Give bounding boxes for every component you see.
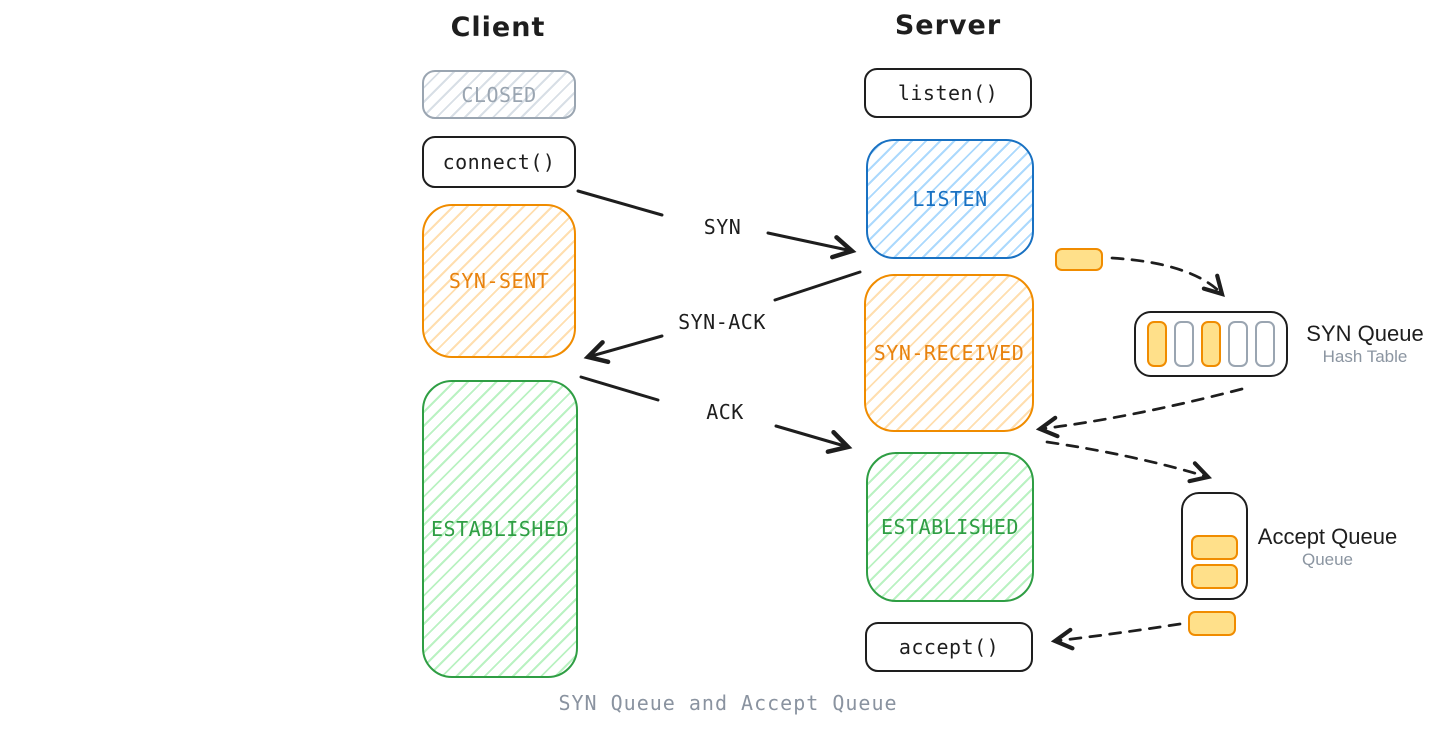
syn-queue-slot-3-filled — [1201, 321, 1221, 367]
accept-queue-pending-entry — [1188, 611, 1236, 636]
syn-queue-slot-4-empty — [1228, 321, 1248, 367]
client-state-closed: CLOSED — [422, 70, 576, 119]
dashed-arrow-accept-queue-to-accept — [1055, 622, 1182, 641]
client-state-syn-sent: SYN-SENT — [422, 204, 576, 358]
arrow-ack-head — [774, 424, 848, 447]
client-column-title: Client — [450, 12, 546, 43]
server-call-listen: listen() — [864, 68, 1032, 118]
server-call-accept: accept() — [865, 622, 1033, 672]
accept-queue-title: Accept Queue — [1257, 524, 1398, 549]
incoming-connection-entry — [1055, 248, 1103, 271]
server-column-title: Server — [894, 10, 1002, 41]
accept-queue-slot-1-filled — [1191, 535, 1238, 560]
message-label-ack: ACK — [706, 400, 744, 424]
accept-queue-slot-2-filled — [1191, 564, 1238, 589]
syn-queue-title: SYN Queue — [1306, 321, 1424, 346]
arrow-syn-ack-head — [588, 334, 664, 357]
server-state-syn-received: SYN-RECEIVED — [864, 274, 1034, 432]
syn-queue-slot-2-empty — [1174, 321, 1194, 367]
arrow-syn-ack-tail — [773, 270, 862, 302]
client-state-syn-sent-label: SYN-SENT — [448, 269, 550, 293]
arrow-ack-tail — [579, 375, 660, 402]
server-state-listen-label: LISTEN — [912, 187, 988, 211]
client-call-connect-label: connect() — [442, 150, 556, 174]
server-state-established: ESTABLISHED — [866, 452, 1034, 602]
dashed-arrow-entry-to-syn-queue — [1110, 256, 1222, 294]
accept-queue-label-group: Accept Queue Queue — [1250, 524, 1405, 571]
server-call-listen-label: listen() — [897, 81, 999, 105]
syn-queue-subtitle: Hash Table — [1322, 347, 1408, 367]
client-state-established: ESTABLISHED — [422, 380, 578, 678]
client-state-established-label: ESTABLISHED — [431, 517, 569, 541]
message-label-syn-ack: SYN-ACK — [678, 310, 766, 334]
syn-queue-label-group: SYN Queue Hash Table — [1295, 321, 1435, 368]
message-label-syn: SYN — [703, 215, 742, 239]
arrow-syn-head — [766, 231, 852, 251]
server-call-accept-label: accept() — [898, 635, 1000, 659]
syn-queue-slot-5-empty — [1255, 321, 1275, 367]
dashed-arrow-syn-received-to-accept-queue — [1045, 440, 1208, 477]
server-state-listen: LISTEN — [866, 139, 1034, 259]
server-state-established-label: ESTABLISHED — [881, 515, 1019, 539]
diagram-caption: SYN Queue and Accept Queue — [558, 691, 898, 715]
client-state-closed-label: CLOSED — [461, 82, 537, 107]
dashed-arrow-syn-queue-to-syn-received — [1040, 387, 1244, 429]
client-call-connect: connect() — [422, 136, 576, 188]
server-state-syn-received-label: SYN-RECEIVED — [873, 341, 1025, 365]
accept-queue-subtitle: Queue — [1301, 550, 1354, 570]
syn-queue-container — [1134, 311, 1288, 377]
arrow-syn-tail — [576, 189, 664, 217]
accept-queue-container — [1181, 492, 1248, 600]
syn-queue-slot-1-filled — [1147, 321, 1167, 367]
